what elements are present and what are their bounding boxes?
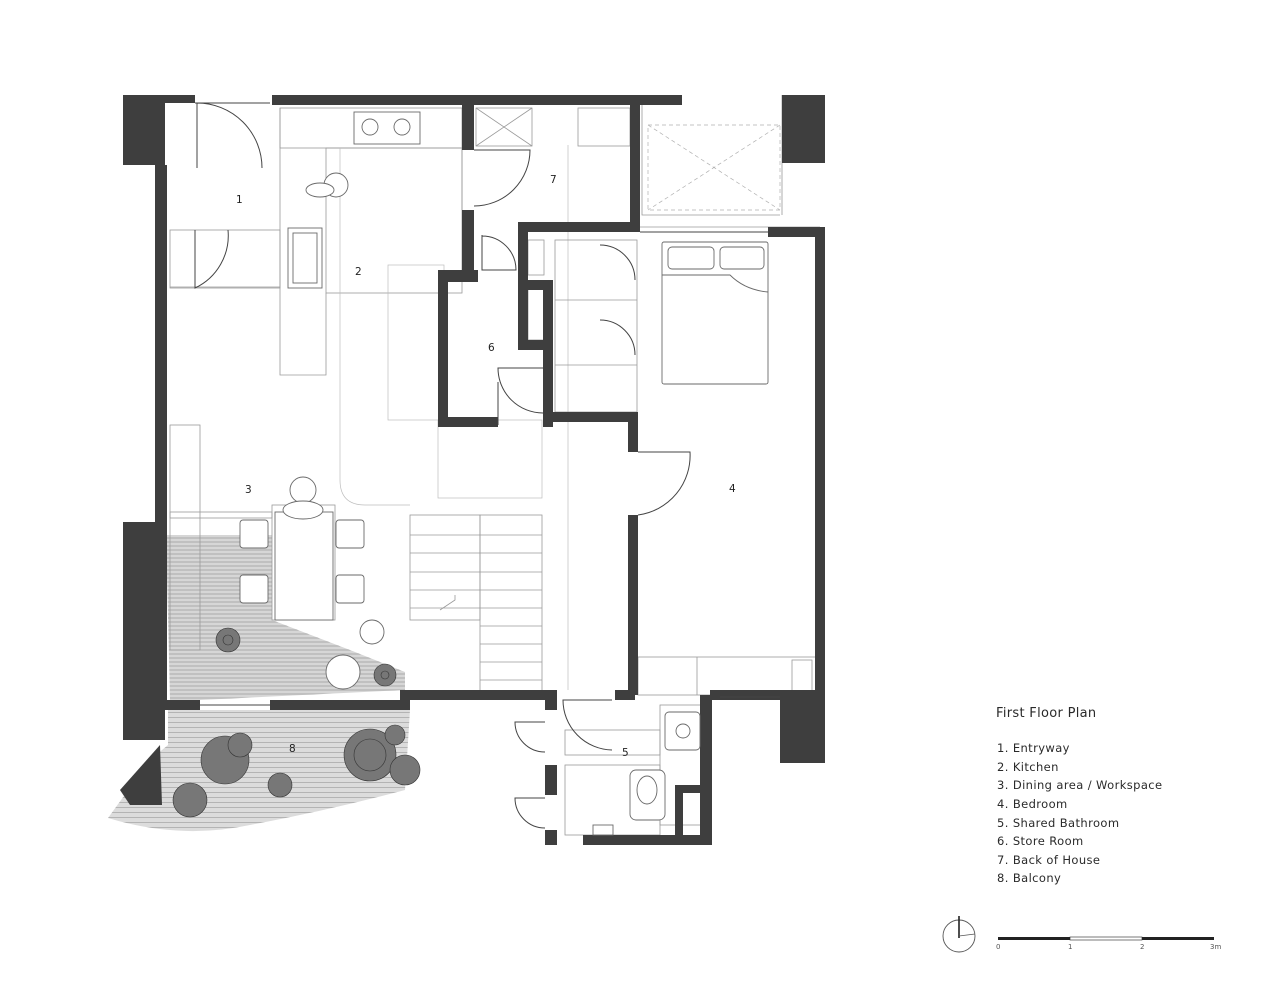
room-number-2: 2 [355,266,362,278]
kitchen-fixtures [287,111,421,289]
legend-item: 5. Shared Bathroom [997,816,1119,830]
plants [172,627,421,818]
legend-item: 1. Entryway [997,741,1070,755]
legend-item: 8. Balcony [997,871,1061,885]
dining-furniture [239,172,385,690]
doors [194,102,780,829]
scale-bar: 0 1 2 3m [996,936,1221,951]
room-number-4: 4 [729,483,736,495]
scale-label: 3m [1210,943,1221,951]
legend-title: First Floor Plan [996,706,1096,721]
scale-label: 0 [996,943,1000,951]
room-number-8: 8 [289,743,296,755]
scale-label: 2 [1140,943,1144,951]
room-number-3: 3 [245,484,252,496]
legend-item: 3. Dining area / Workspace [997,778,1163,792]
staircase [410,514,543,696]
legend: First Floor Plan 1. Entryway 2. Kitchen … [996,706,1163,885]
legend-item: 7. Back of House [997,853,1100,867]
bed [661,241,769,385]
legend-item: 2. Kitchen [997,760,1059,774]
north-arrow-icon [942,916,976,953]
room-number-7: 7 [550,174,557,186]
walls [120,95,825,845]
legend-item: 6. Store Room [997,834,1084,848]
room-number-5: 5 [622,747,629,759]
bathroom-fixtures [592,711,701,836]
scale-label: 1 [1068,943,1072,951]
legend-item: 4. Bedroom [997,797,1068,811]
room-number-1: 1 [236,194,243,206]
room-labels: 1 2 3 4 5 6 7 8 [236,174,736,759]
room-number-6: 6 [488,342,495,354]
